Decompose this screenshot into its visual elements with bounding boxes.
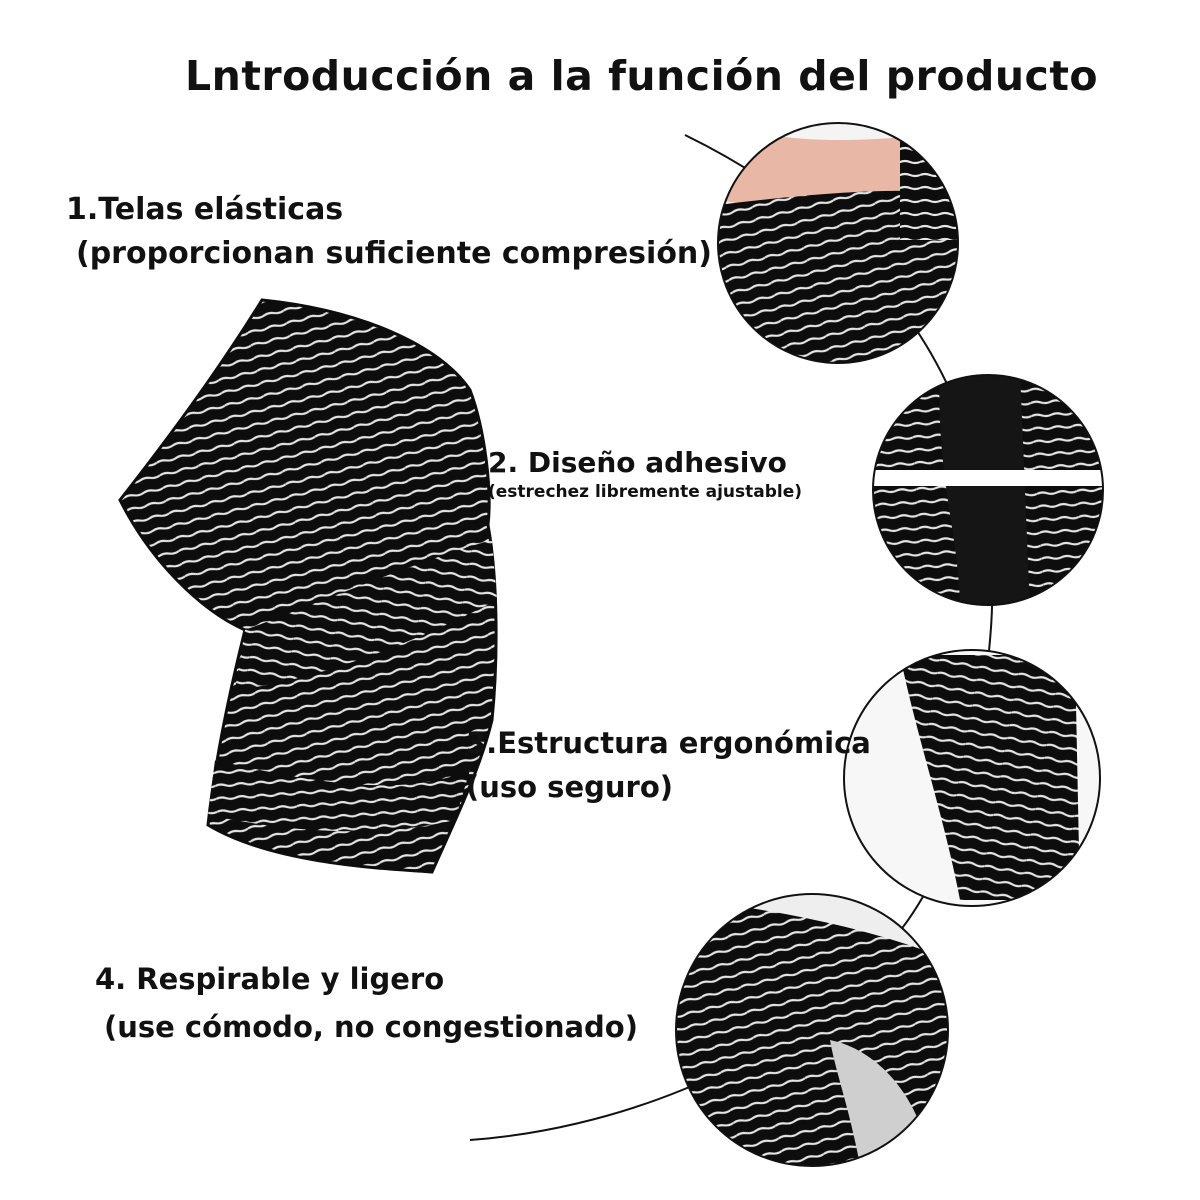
page-title: Lntroducción a la función del producto — [185, 52, 1099, 100]
feature-3-title: 3.Estructura ergonómica — [466, 726, 871, 760]
detail-circle-1 — [717, 122, 959, 364]
feature-4-title: 4. Respirable y ligero — [95, 962, 445, 996]
fabric-roll-detail — [676, 894, 948, 1166]
detail-circle-3 — [843, 649, 1101, 907]
velcro-closure-detail — [873, 375, 1103, 605]
feature-2-subtitle: (estrechez libremente ajustable) — [488, 482, 803, 502]
knee-wrap-image — [118, 298, 498, 874]
feature-1-title: 1.Telas elásticas — [66, 192, 344, 227]
thigh-wrap-detail — [718, 123, 958, 363]
feature-1-subtitle: (proporcionan suficiente compresión) — [76, 236, 712, 271]
elbow-wrap-detail — [844, 650, 1100, 906]
feature-4-subtitle: (use cómodo, no congestionado) — [104, 1010, 638, 1044]
detail-circle-2 — [872, 374, 1104, 606]
detail-circle-4 — [675, 893, 949, 1167]
feature-3-subtitle: (uso seguro) — [466, 770, 673, 804]
feature-2-title: 2. Diseño adhesivo — [488, 446, 787, 479]
